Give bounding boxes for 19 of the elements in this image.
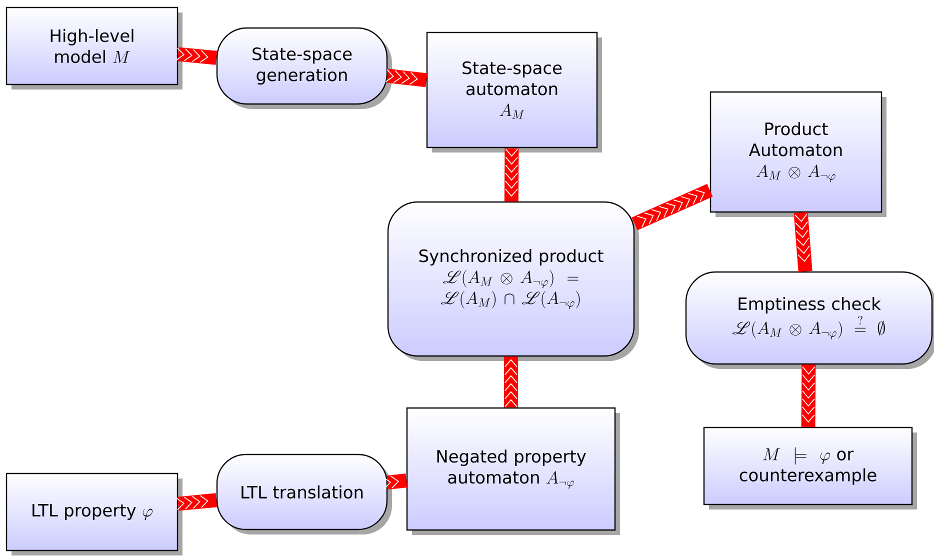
arrow	[632, 184, 713, 230]
rounded-process-box: Emptiness check $\mathscr{L}(A_M\otimes A_{\neg\varphi}) \stackrel{?}{=} \emptyset$	[685, 271, 934, 369]
rounded-process-box: Synchronized product $\mathscr{L}(A_M \otimes A_{\neg\varphi}) =$ $\mathscr{L}(A_M)\cap\mathscr{L}(A_{\neg\varphi})$	[387, 201, 639, 361]
arrow	[504, 148, 519, 202]
arrow	[504, 356, 518, 408]
arrow	[385, 68, 428, 88]
process-box: $M \models \varphi$ or counterexample	[703, 426, 917, 510]
process-box: Negated property automaton $A_{\neg\varphi}$	[406, 407, 620, 535]
process-box: Product Automaton $A_M \otimes A_{\neg\varphi}$	[710, 91, 886, 217]
process-box: LTL property $\varphi$	[6, 472, 182, 556]
arrow	[794, 212, 812, 272]
rounded-process-box: LTL translation	[216, 454, 392, 534]
arrow	[176, 493, 218, 511]
arrow	[382, 474, 408, 490]
arrow	[801, 364, 816, 427]
process-box: State-space automaton $A_M$	[426, 32, 602, 152]
process-box: High-level model $M$	[6, 6, 182, 90]
arrow	[176, 47, 218, 65]
rounded-process-box: State-space generation	[216, 27, 392, 109]
